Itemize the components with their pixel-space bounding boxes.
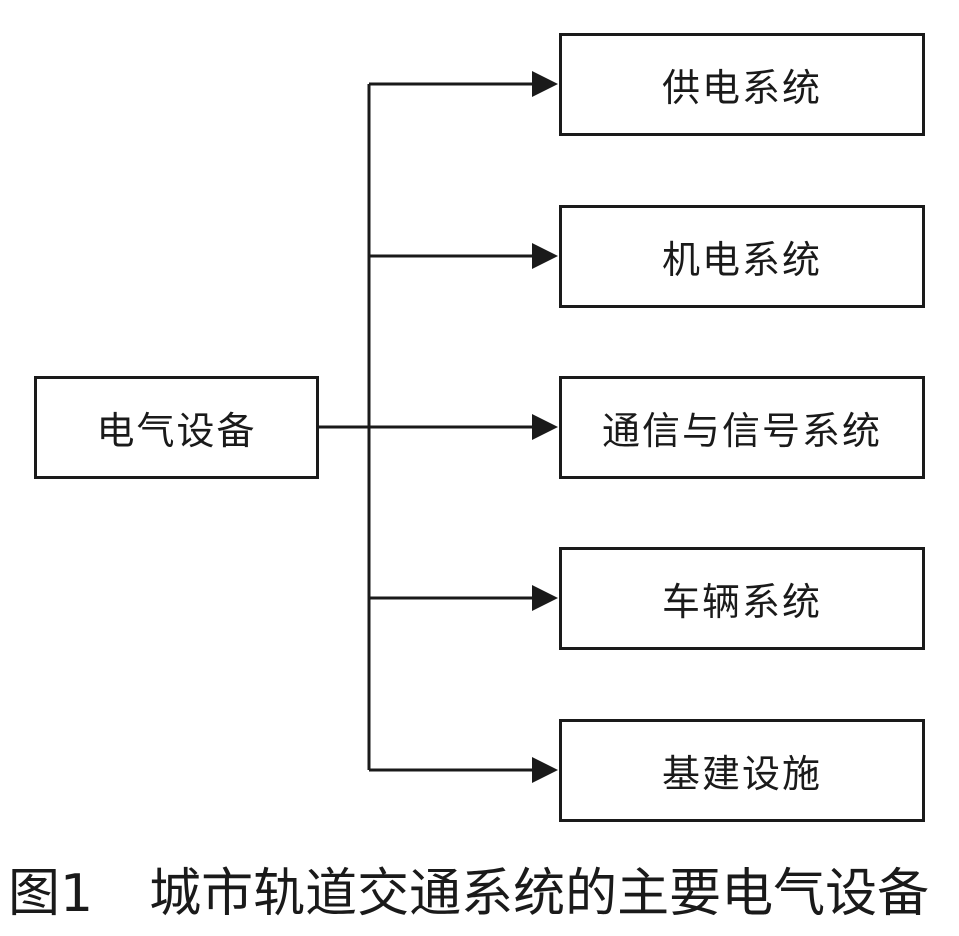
child-node-label: 供电系统 — [661, 66, 822, 110]
arrowhead-4 — [532, 585, 558, 611]
child-node-label: 机电系统 — [661, 238, 822, 282]
child-node-label: 通信与信号系统 — [601, 409, 882, 453]
root-node-label: 电气设备 — [96, 409, 257, 453]
arrowhead-5 — [532, 757, 558, 783]
child-node-electromechanical: 机电系统 — [559, 205, 925, 308]
child-node-infrastructure: 基建设施 — [559, 719, 925, 822]
figure-number: 图1 — [8, 863, 94, 924]
connector-lines — [319, 71, 558, 783]
child-node-label: 车辆系统 — [661, 580, 822, 624]
child-node-label: 基建设施 — [661, 752, 822, 796]
arrowhead-3 — [532, 414, 558, 440]
child-node-communication-signal: 通信与信号系统 — [559, 376, 925, 479]
arrowhead-1 — [532, 71, 558, 97]
arrowhead-2 — [532, 243, 558, 269]
child-node-power-supply: 供电系统 — [559, 33, 925, 136]
child-node-vehicle: 车辆系统 — [559, 547, 925, 650]
figure-caption: 图1 城市轨道交通系统的主要电气设备 — [8, 848, 953, 928]
root-node-electrical-equipment: 电气设备 — [34, 376, 319, 479]
tree-diagram: 电气设备 供电系统 机电系统 通信与信号系统 车辆系统 基建设施 — [34, 33, 925, 822]
figure-caption-text: 城市轨道交通系统的主要电气设备 — [149, 863, 930, 924]
